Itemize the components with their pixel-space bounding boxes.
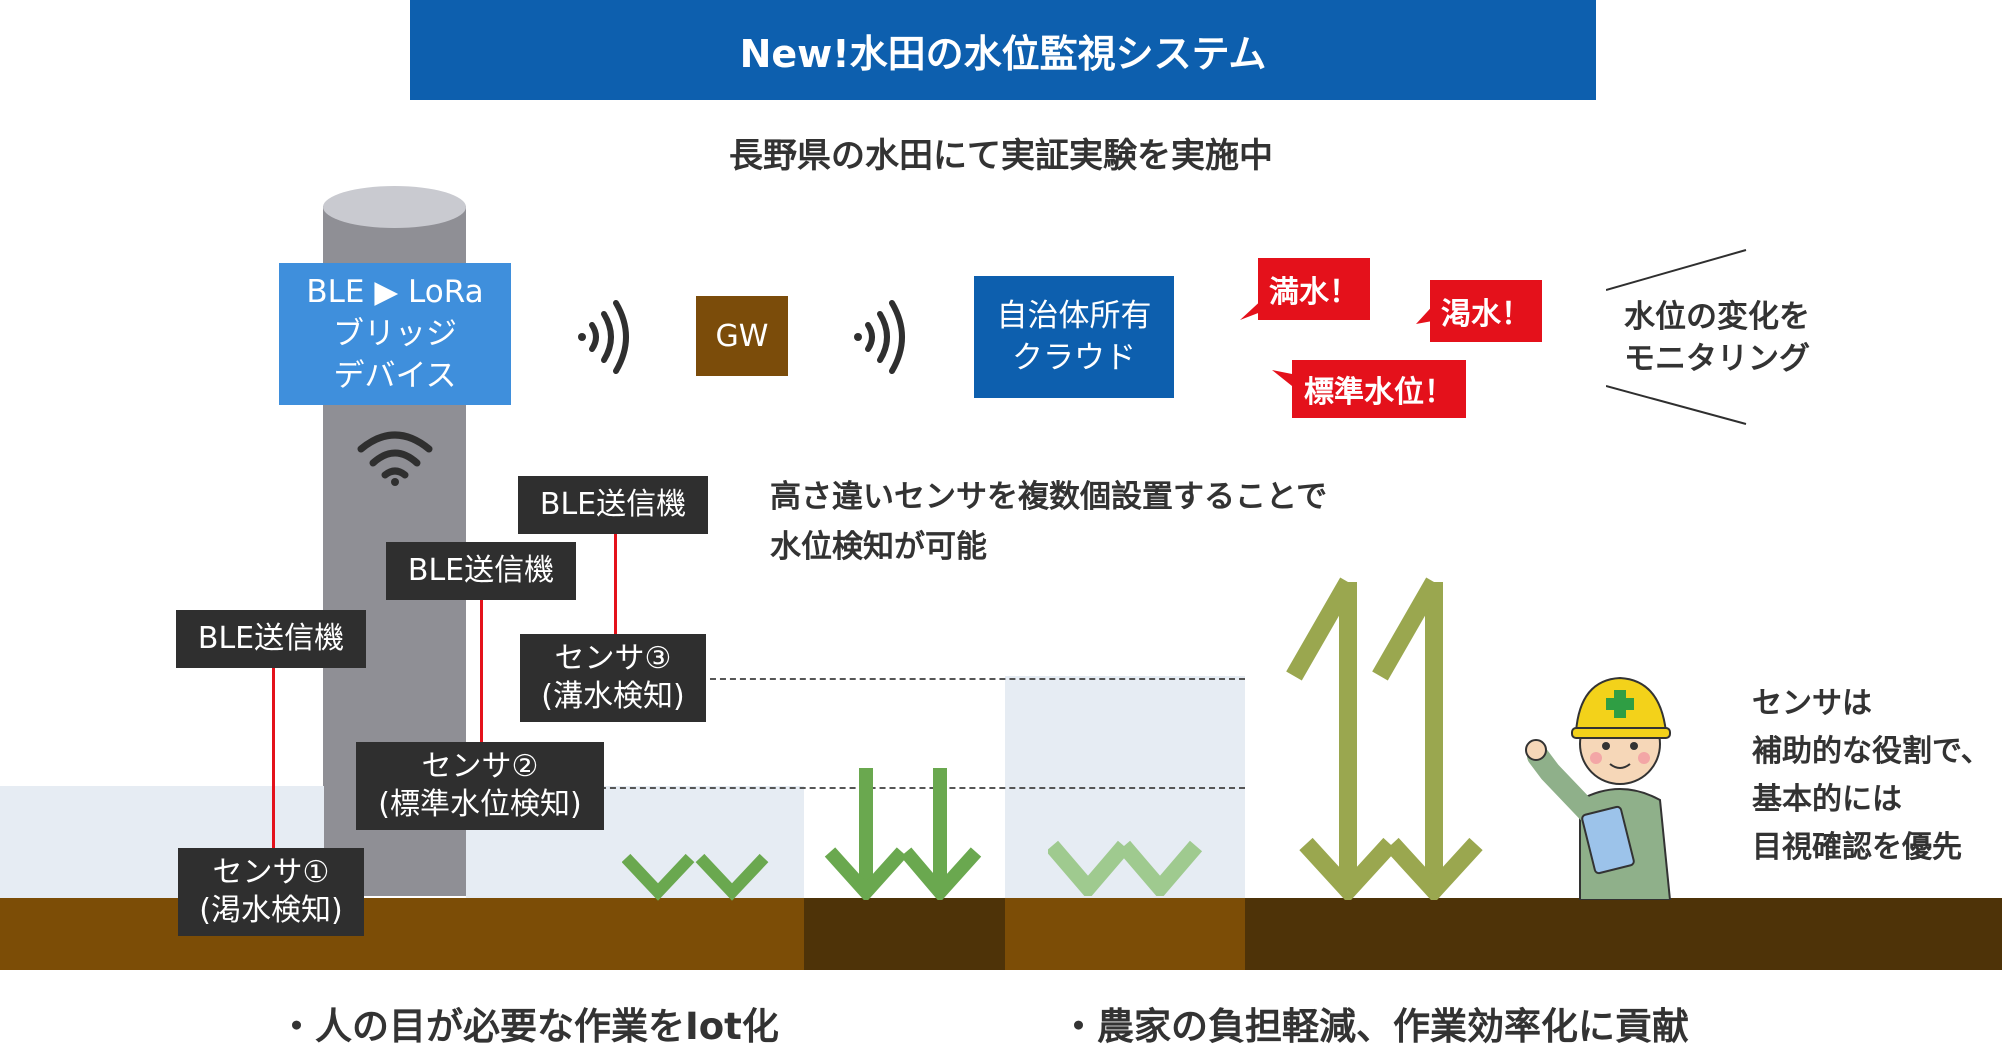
monitoring-lines xyxy=(1606,249,1747,425)
ble-transmitter-label: BLE送信機 xyxy=(386,542,576,600)
page-title: New!水田の水位監視システム xyxy=(410,0,1596,100)
soil xyxy=(804,898,1005,970)
ble-lora-bridge-box: BLE ▶ LoRa ブリッジ デバイス xyxy=(279,263,511,405)
signal-icon xyxy=(578,300,629,374)
sensor-2-label: センサ② (標準水位検知) xyxy=(356,742,604,830)
worker-note-line-1: センサは xyxy=(1752,686,1872,721)
arrow-down-small xyxy=(622,853,769,901)
sensor-2-desc: (標準水位検知) xyxy=(378,787,582,822)
sensor-note-line-1: 高さ違いセンサを複数個設置することで xyxy=(770,479,1328,515)
alert-full-water: 満水！ xyxy=(1258,258,1370,320)
sensor-note: 高さ違いセンサを複数個設置することで 水位検知が可能 xyxy=(770,472,1327,572)
cloud-label-1: 自治体所有 xyxy=(996,298,1152,334)
sensor-pole-top xyxy=(323,186,466,228)
soil xyxy=(1005,898,1245,970)
connector-line xyxy=(480,600,483,742)
bridge-label-1: BLE ▶ LoRa xyxy=(306,274,484,310)
sensor-2-name: センサ② xyxy=(421,749,539,784)
alert-dry-water: 渇水！ xyxy=(1430,280,1542,342)
ble-transmitter-label: BLE送信機 xyxy=(518,476,708,534)
arrow-olive xyxy=(1286,577,1483,900)
bullet-right: ・農家の負担軽減、作業効率化に貢献 xyxy=(1060,1005,1689,1048)
wifi-icon xyxy=(357,431,433,486)
connector-line xyxy=(614,534,617,634)
sensor-1-name: センサ① xyxy=(212,855,330,890)
bridge-label-3: デバイス xyxy=(333,358,457,394)
worker-illustration xyxy=(1525,676,1672,900)
arrow-down-large xyxy=(1048,576,1203,896)
connector-line xyxy=(272,668,275,850)
water-level-line xyxy=(570,787,1245,789)
soil xyxy=(1245,898,2002,970)
bridge-label-2: ブリッジ xyxy=(333,316,457,352)
water-level-line xyxy=(700,678,1245,680)
worker-note-line-2: 補助的な役割で、 xyxy=(1752,734,1991,769)
monitoring-text: 水位の変化を モニタリング xyxy=(1624,296,1810,380)
bullet-left: ・人の目が必要な作業をIot化 xyxy=(278,1005,779,1048)
gateway-box: GW xyxy=(696,296,788,376)
sensor-3-label: センサ③ (溝水検知) xyxy=(520,634,706,722)
sensor-1-label: センサ① (渇水検知) xyxy=(178,848,364,936)
worker-note-line-3: 基本的には xyxy=(1752,782,1902,817)
monitoring-line-1: 水位の変化を xyxy=(1624,299,1810,335)
sensor-3-name: センサ③ xyxy=(554,641,672,676)
sensor-1-desc: (渇水検知) xyxy=(199,893,343,928)
signal-icon xyxy=(854,300,905,374)
ble-transmitter-label: BLE送信機 xyxy=(176,610,366,668)
worker-note: センサは 補助的な役割で、 基本的には 目視確認を優先 xyxy=(1752,680,1991,872)
cloud-box: 自治体所有 クラウド xyxy=(974,276,1174,398)
cloud-label-2: クラウド xyxy=(1012,340,1136,376)
monitoring-line-2: モニタリング xyxy=(1624,341,1810,377)
alert-standard-water: 標準水位！ xyxy=(1292,360,1466,418)
sensor-3-desc: (溝水検知) xyxy=(541,679,685,714)
soil xyxy=(0,898,804,970)
arrow-down-medium xyxy=(824,768,982,900)
sensor-note-line-2: 水位検知が可能 xyxy=(770,529,987,565)
worker-note-line-4: 目視確認を優先 xyxy=(1752,830,1962,865)
subtitle: 長野県の水田にて実証実験を実施中 xyxy=(729,136,1273,176)
